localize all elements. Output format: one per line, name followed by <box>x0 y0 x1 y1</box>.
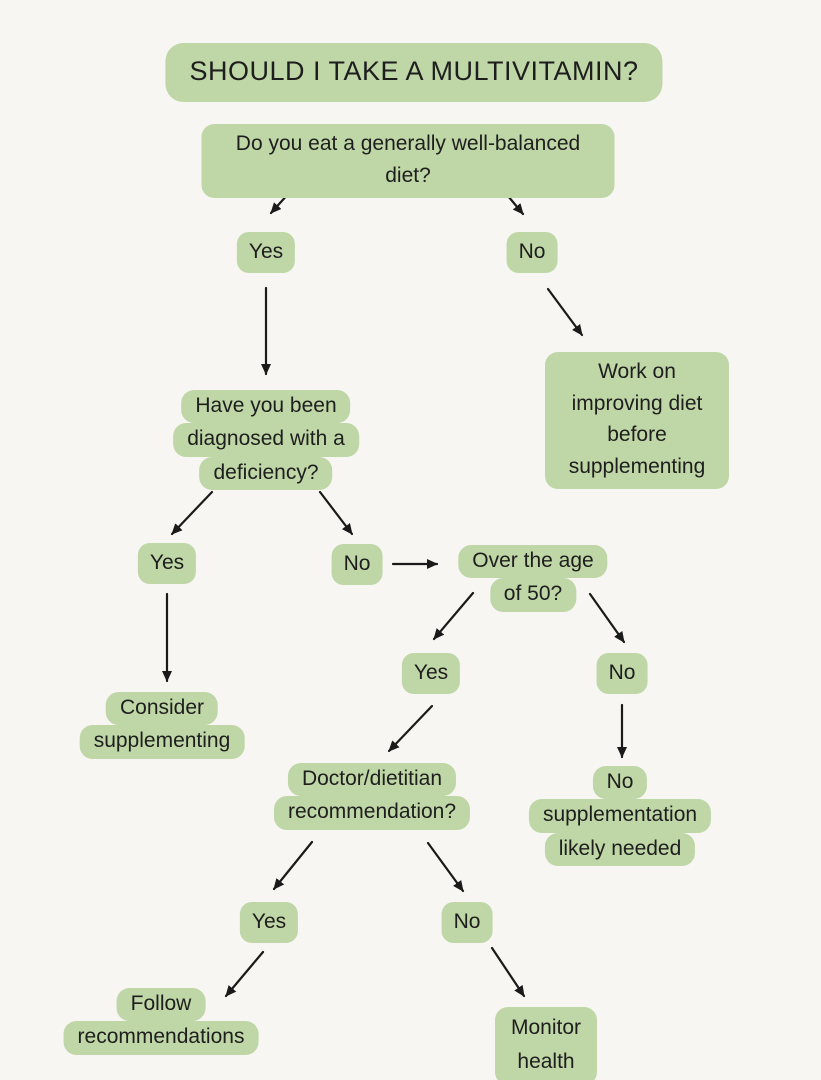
node-line: recommendations <box>63 1021 259 1055</box>
node-improve-diet: Work on improving diet before supplement… <box>545 352 729 489</box>
node-age-no: No <box>596 653 648 695</box>
node-line: recommendation? <box>273 796 471 830</box>
node-line: Over the age <box>458 545 608 579</box>
node-line: deficiency? <box>199 456 333 490</box>
node-line: Have you been <box>181 390 351 424</box>
node-doctor-yes: Yes <box>239 902 299 944</box>
node-line: supplementation <box>528 799 712 833</box>
arrow-q_deficiency-to-deficiency_no <box>318 490 354 536</box>
arrow-doctor_yes-to-follow_recommendations <box>224 950 265 998</box>
node-deficiency-yes: Yes <box>137 543 197 585</box>
node-line: Doctor/dietitian <box>287 763 457 797</box>
arrow-q_doctor-to-doctor_no <box>426 841 465 893</box>
node-line: likely needed <box>544 832 696 866</box>
node-question-deficiency: Have you been diagnosed with a deficienc… <box>173 390 359 490</box>
node-question-doctor: Doctor/dietitian recommendation? <box>273 763 471 830</box>
arrow-q_age-to-age_yes <box>432 591 475 641</box>
node-monitor-health: Monitor health <box>494 1007 598 1080</box>
page-title: SHOULD I TAKE A MULTIVITAMIN? <box>165 43 663 103</box>
node-line: Follow <box>116 988 206 1022</box>
node-line: diagnosed with a <box>173 423 359 457</box>
node-follow-recommendations: Follow recommendations <box>63 988 259 1055</box>
node-question-diet: Do you eat a generally well-balanced die… <box>201 124 615 198</box>
arrow-q_doctor-to-doctor_yes <box>272 840 314 891</box>
arrow-doctor_no-to-monitor_health <box>490 946 526 998</box>
node-line: supplementing <box>79 725 245 759</box>
node-line: No <box>592 766 648 800</box>
node-line: Consider <box>105 692 219 726</box>
node-question-age: Over the age of 50? <box>458 545 608 612</box>
node-line: of 50? <box>489 578 577 612</box>
node-diet-yes: Yes <box>236 232 296 274</box>
node-deficiency-no: No <box>331 544 383 586</box>
arrow-diet_no-to-improve_diet <box>546 287 584 337</box>
node-doctor-no: No <box>441 902 493 944</box>
node-consider-supplementing: Consider supplementing <box>79 692 245 759</box>
arrow-q_age-to-age_no <box>588 592 626 644</box>
node-diet-no: No <box>506 232 558 274</box>
node-age-yes: Yes <box>401 653 461 695</box>
arrow-age_yes-to-q_doctor <box>387 704 434 753</box>
node-no-supplementation: No supplementation likely needed <box>528 766 712 866</box>
arrow-q_deficiency-to-deficiency_yes <box>170 490 214 536</box>
